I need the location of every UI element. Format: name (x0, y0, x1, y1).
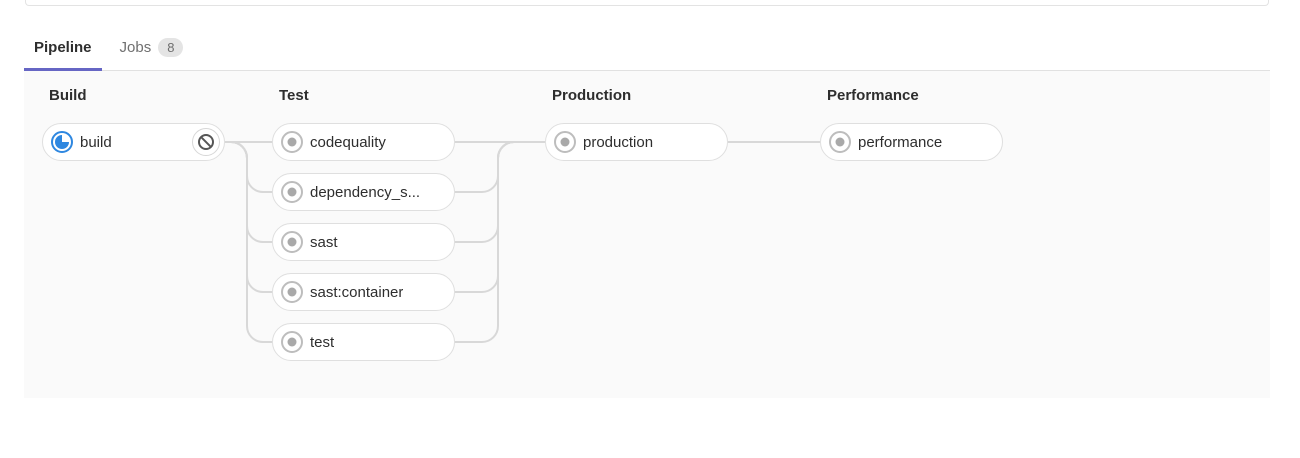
connector-lines (225, 141, 820, 343)
job-name: codequality (310, 133, 386, 151)
job-name: dependency_s... (310, 183, 420, 201)
tab-pipeline-label: Pipeline (34, 39, 92, 56)
job-pill-production[interactable]: production (545, 123, 728, 161)
job-name: sast (310, 233, 338, 251)
job-pill-sast[interactable]: sast (272, 223, 455, 261)
job-pill-build[interactable]: build (42, 123, 225, 161)
job-name: build (80, 133, 112, 151)
pipeline-tabs: Pipeline Jobs 8 (24, 7, 1270, 71)
job-name: sast:container (310, 283, 404, 301)
job-name: performance (858, 133, 943, 151)
stage-header-production: Production (552, 87, 632, 104)
job-pill-sast-container[interactable]: sast:container (272, 273, 455, 311)
stage-header-test: Test (279, 87, 309, 104)
stage-header-performance: Performance (827, 87, 919, 104)
status-created-icon (281, 281, 303, 303)
cancel-job-button[interactable] (192, 128, 220, 156)
status-running-icon (51, 131, 73, 153)
status-created-icon (281, 131, 303, 153)
status-created-icon (281, 331, 303, 353)
job-pill-test[interactable]: test (272, 323, 455, 361)
status-created-icon (281, 231, 303, 253)
job-name: production (583, 133, 654, 151)
pipeline-graph: Build build Test codequality dependency_s...… (24, 71, 1270, 398)
tab-pipeline[interactable]: Pipeline (24, 25, 102, 71)
job-name: test (310, 333, 335, 351)
status-created-icon (281, 181, 303, 203)
job-pill-codequality[interactable]: codequality (272, 123, 455, 161)
job-pill-performance[interactable]: performance (820, 123, 1003, 161)
status-created-icon (554, 131, 576, 153)
tab-jobs[interactable]: Jobs 8 (110, 25, 194, 70)
ban-icon (197, 133, 215, 151)
card-bottom-edge (25, 0, 1269, 6)
jobs-count-badge: 8 (158, 38, 184, 57)
tab-jobs-label: Jobs (119, 39, 152, 56)
status-created-icon (829, 131, 851, 153)
job-pill-dependency-s[interactable]: dependency_s... (272, 173, 455, 211)
stage-header-build: Build (49, 87, 87, 104)
